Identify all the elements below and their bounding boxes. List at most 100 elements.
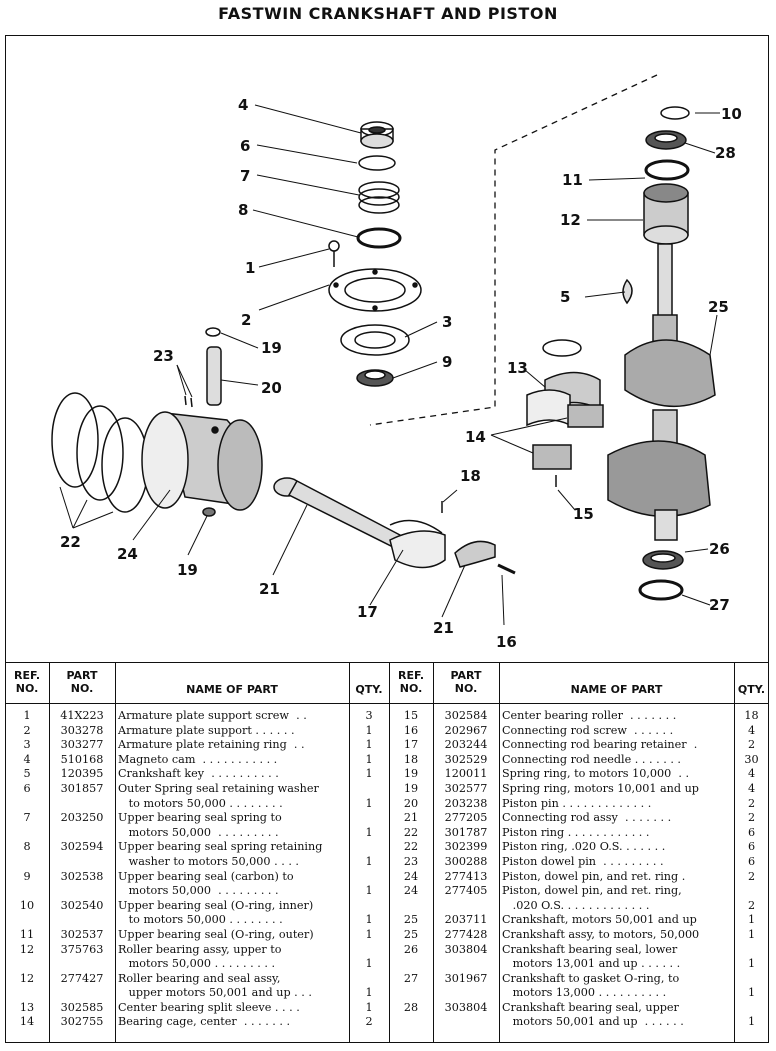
cell-part: 277405 bbox=[444, 884, 488, 898]
header-ref: REF.NO. bbox=[397, 669, 425, 695]
cell-ref bbox=[5, 797, 49, 812]
spring-ring-part bbox=[205, 327, 221, 337]
cell-qty: 6 bbox=[747, 840, 756, 854]
header-qty: QTY. bbox=[355, 683, 383, 696]
cell-part: 301967 bbox=[444, 971, 488, 985]
cell-ref: 27 bbox=[403, 971, 419, 985]
cell-part: 277205 bbox=[444, 811, 488, 825]
callout-21b: 21 bbox=[433, 619, 454, 637]
rod-screw-part bbox=[497, 563, 516, 575]
cell-part bbox=[433, 899, 499, 914]
cell-ref: 12 bbox=[19, 942, 35, 956]
cell-ref: 7 bbox=[23, 811, 31, 825]
cell-name: Piston dowel pin . . . . . . . . . bbox=[502, 854, 664, 868]
cell-ref bbox=[5, 884, 49, 899]
cell-qty bbox=[734, 884, 769, 899]
piston-pin-part bbox=[206, 346, 222, 406]
cell-ref: 4 bbox=[23, 752, 31, 766]
cell-part bbox=[433, 1015, 499, 1030]
cell-qty: 1 bbox=[365, 927, 373, 941]
callout-4: 4 bbox=[238, 96, 248, 114]
cell-ref bbox=[5, 855, 49, 870]
armature-plate-support-part bbox=[328, 268, 422, 312]
callout-13: 13 bbox=[507, 359, 528, 377]
cell-part: 277427 bbox=[60, 971, 104, 985]
cell-qty: 2 bbox=[747, 811, 756, 825]
cell-qty: 1 bbox=[747, 1015, 756, 1029]
screw-part bbox=[328, 240, 340, 267]
cell-ref: 22 bbox=[403, 840, 419, 854]
table-row: motors 50,000 . . . . . . . . .1 bbox=[5, 957, 389, 972]
header-name: NAME OF PART bbox=[570, 683, 663, 696]
split-sleeve-part bbox=[526, 339, 601, 427]
callout-8: 8 bbox=[238, 201, 248, 219]
cell-part: 301787 bbox=[444, 825, 488, 839]
cell-ref: 18 bbox=[403, 752, 419, 766]
cell-part: 120011 bbox=[444, 767, 488, 781]
table-row: washer to motors 50,000 . . . .1 bbox=[5, 855, 389, 870]
spring-retaining-washer-part bbox=[356, 227, 402, 249]
cell-qty: 1 bbox=[365, 767, 373, 781]
cell-name: Spring ring, motors 10,001 and up bbox=[502, 781, 699, 795]
cell-ref bbox=[389, 899, 433, 914]
cell-part bbox=[49, 797, 115, 812]
cell-name: upper motors 50,001 and up . . . bbox=[118, 986, 312, 1000]
cell-ref: 19 bbox=[403, 767, 419, 781]
cell-ref: 26 bbox=[403, 942, 419, 956]
cell-name: motors 50,001 and up . . . . . . bbox=[502, 1015, 684, 1029]
cell-ref: 5 bbox=[23, 767, 31, 781]
cell-qty bbox=[734, 1001, 769, 1016]
exploded-parts-diagram: 4 6 7 8 1 2 3 9 19 20 23 22 24 19 21 17 … bbox=[51, 74, 742, 651]
cell-qty bbox=[349, 840, 389, 855]
cell-qty: 1 bbox=[365, 884, 373, 898]
callout-7: 7 bbox=[240, 167, 250, 185]
magneto-cam-part bbox=[360, 121, 394, 149]
callout-3: 3 bbox=[442, 313, 452, 331]
callout-18: 18 bbox=[460, 467, 481, 485]
callout-19b: 19 bbox=[177, 561, 198, 579]
cell-part bbox=[49, 913, 115, 928]
washer-part bbox=[358, 155, 396, 171]
cell-qty bbox=[734, 972, 769, 987]
cell-qty: 2 bbox=[747, 869, 756, 883]
cell-name: Roller bearing and seal assy, bbox=[118, 971, 281, 985]
cell-ref: 14 bbox=[19, 1015, 35, 1029]
cell-name: Outer Spring seal retaining washer bbox=[118, 781, 319, 795]
callout-23: 23 bbox=[153, 347, 174, 365]
callout-14: 14 bbox=[465, 428, 486, 446]
cell-ref: 20 bbox=[403, 796, 419, 810]
table-row: to motors 50,000 . . . . . . . .1 bbox=[5, 797, 389, 812]
cell-ref: 8 bbox=[23, 840, 31, 854]
callout-1: 1 bbox=[245, 259, 255, 277]
cell-name: Bearing cage, center . . . . . . . bbox=[118, 1015, 291, 1029]
cell-part: 202967 bbox=[444, 723, 488, 737]
cell-ref: 12 bbox=[19, 971, 35, 985]
cell-part: 303804 bbox=[444, 942, 488, 956]
cell-name: Crankshaft assy, to motors, 50,000 bbox=[502, 927, 700, 941]
cell-part: 302577 bbox=[444, 781, 488, 795]
cell-ref: 11 bbox=[19, 927, 35, 941]
cell-ref: 3 bbox=[23, 738, 31, 752]
callout-27: 27 bbox=[709, 596, 730, 614]
cell-part: 375763 bbox=[60, 942, 104, 956]
cell-part: 203711 bbox=[444, 913, 488, 927]
cell-ref: 21 bbox=[403, 811, 419, 825]
cell-part bbox=[49, 884, 115, 899]
table-row: .020 O.S. . . . . . . . . . . . .2 bbox=[389, 899, 769, 914]
bearing-seal-upper-part bbox=[645, 130, 687, 150]
cell-qty bbox=[349, 870, 389, 885]
